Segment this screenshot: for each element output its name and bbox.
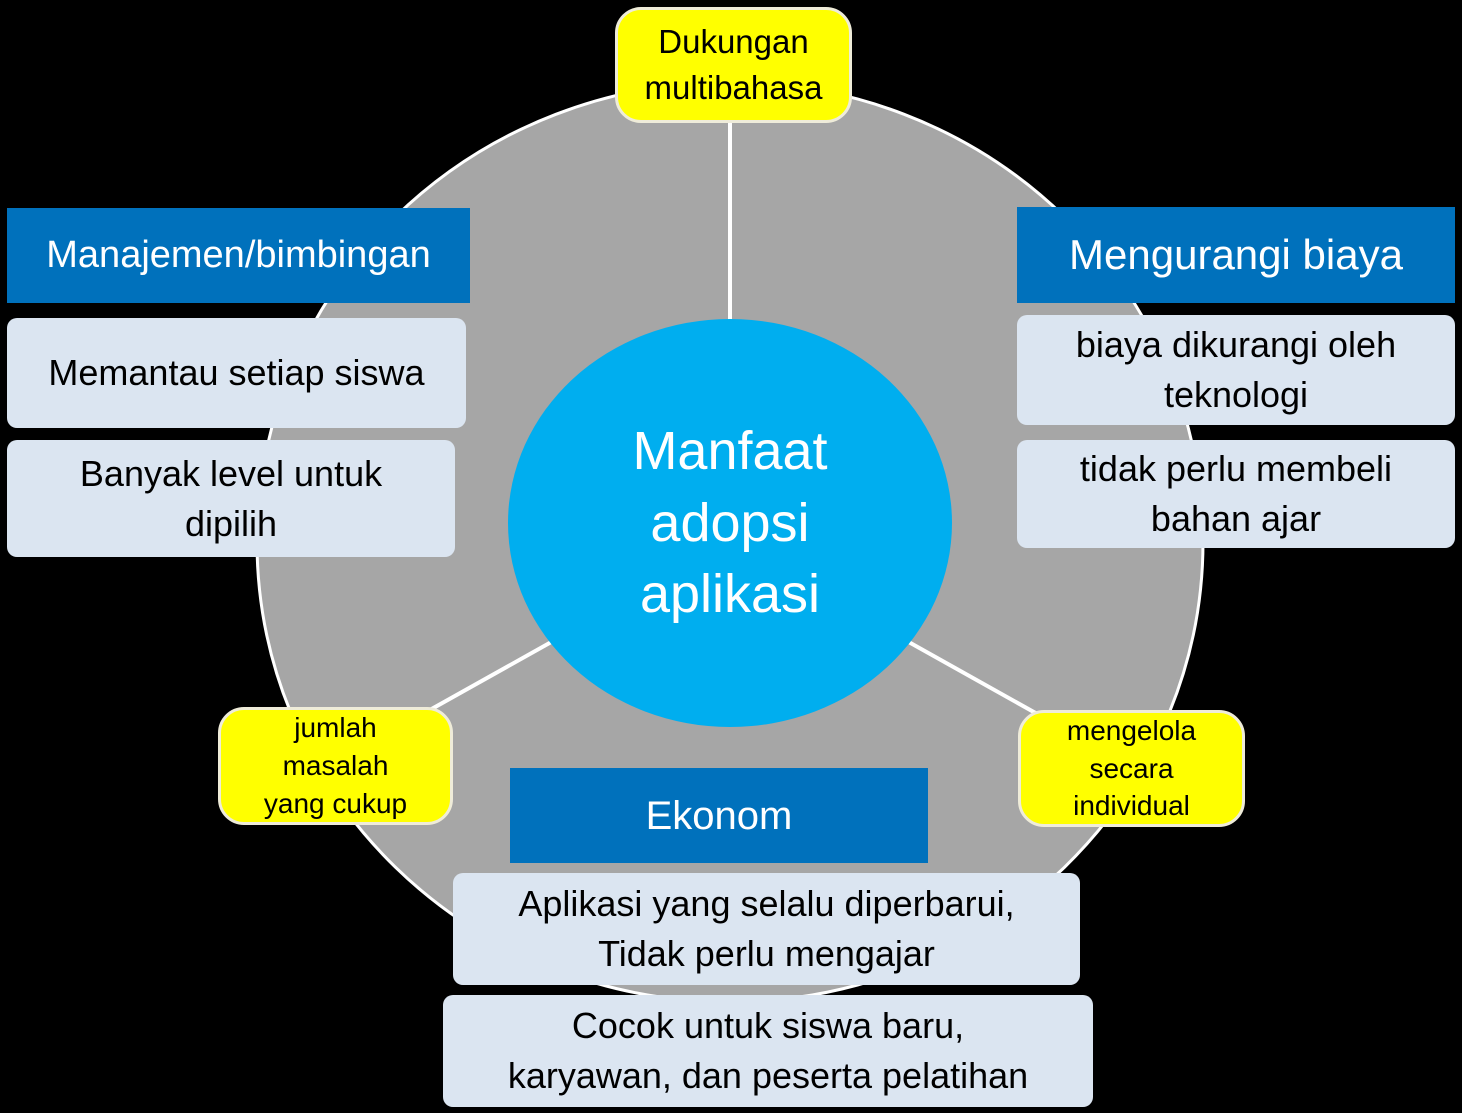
note-problem-count: jumlah masalah yang cukup [218, 707, 453, 825]
header-label: Manajemen/bimbingan [46, 233, 431, 276]
item-suitable-for: Cocok untuk siswa baru, karyawan, dan pe… [443, 995, 1093, 1107]
header-label: Mengurangi biaya [1069, 230, 1403, 278]
note-line: jumlah [294, 712, 377, 744]
note-line: Dukungan [658, 22, 809, 60]
item-line: dipilih [184, 502, 278, 544]
item-line: biaya dikurangi oleh [1075, 324, 1397, 366]
note-line: multibahasa [644, 69, 823, 106]
item-costs-reduced: biaya dikurangi oleh teknologi [1017, 315, 1455, 425]
note-line: secara [1089, 752, 1174, 784]
note-multilanguage: Dukungan multibahasa [615, 7, 852, 123]
note-line: masalah [282, 750, 389, 782]
note-line: mengelola [1066, 714, 1197, 746]
header-management: Manajemen/bimbingan [7, 208, 470, 303]
note-line: individual [1073, 790, 1190, 822]
item-line: bahan ajar [1150, 498, 1322, 539]
center-title-line: aplikasi [639, 564, 821, 625]
item-always-updated: Aplikasi yang selalu diperbarui, Tidak p… [453, 873, 1080, 985]
item-line: Memantau setiap siswa [48, 352, 425, 394]
note-line: yang cukup [263, 787, 408, 819]
item-line: Banyak level untuk [79, 452, 383, 494]
center-circle [508, 319, 952, 727]
center-title-line: adopsi [650, 492, 810, 553]
item-line: karyawan, dan peserta pelatihan [507, 1055, 1029, 1096]
item-no-materials: tidak perlu membeli bahan ajar [1017, 440, 1455, 548]
header-economy: Ekonom [510, 768, 928, 863]
item-line: tidak perlu membeli [1079, 448, 1393, 490]
item-line: Aplikasi yang selalu diperbarui, [518, 883, 1015, 925]
header-label: Ekonom [645, 793, 793, 838]
note-individual-management: mengelola secara individual [1018, 710, 1245, 827]
item-many-levels: Banyak level untuk dipilih [7, 440, 455, 557]
center-title: Manfaat adopsi aplikasi [508, 320, 952, 727]
item-line: teknologi [1163, 374, 1309, 415]
center-title-line: Manfaat [632, 420, 828, 481]
item-line: Cocok untuk siswa baru, [571, 1005, 965, 1047]
item-line: Tidak perlu mengajar [598, 933, 935, 974]
item-monitor-students: Memantau setiap siswa [7, 318, 466, 428]
header-reduce-costs: Mengurangi biaya [1017, 207, 1455, 303]
